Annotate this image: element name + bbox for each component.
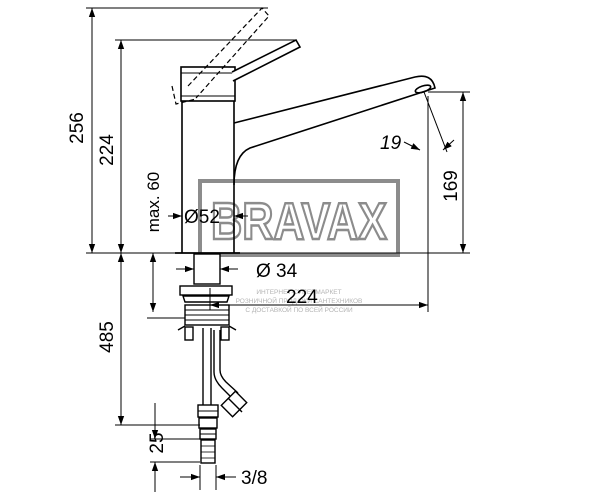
- dim-thread-size: 3/8: [241, 468, 267, 489]
- watermark-frame: [198, 179, 400, 257]
- dim-outlet-angle: 19: [380, 133, 402, 154]
- dim-total-height: 256: [67, 112, 88, 144]
- dimension-lines: [86, 7, 470, 492]
- dim-connector-length: 25: [147, 432, 168, 453]
- dim-hose-length: 485: [97, 321, 118, 353]
- mounting-shank: [177, 253, 237, 341]
- dim-body-diameter: Ø52: [184, 207, 220, 228]
- dimension-labels: 256 224 max. 60 169 485 25 Ø52 Ø 34 224 …: [67, 112, 462, 489]
- lever-alt-position: [171, 7, 270, 105]
- dim-spout-reach: 224: [286, 287, 318, 308]
- watermark-line-3: С ДОСТАВКОЙ ПО ВСЕЙ РОССИИ: [245, 305, 353, 314]
- dim-spout-height: 224: [97, 134, 118, 166]
- watermark-brand: BRAVAX: [211, 193, 387, 251]
- dim-outlet-height: 169: [441, 170, 462, 202]
- watermark-line-1: ИНТЕРНЕТ-СУПЕРМАРКЕТ: [256, 289, 341, 296]
- watermark: BRAVAX ИНТЕРНЕТ-СУПЕРМАРКЕТ РОЗНИЧНОЙ ПР…: [198, 179, 400, 314]
- dim-hole-diameter: Ø 34: [256, 261, 298, 282]
- dim-max-deck: max. 60: [144, 172, 163, 232]
- watermark-line-2: РОЗНИЧНОЙ ПРОДАЖИ САНТЕХНИКОВ: [236, 296, 363, 305]
- supply-hoses: [197, 328, 248, 464]
